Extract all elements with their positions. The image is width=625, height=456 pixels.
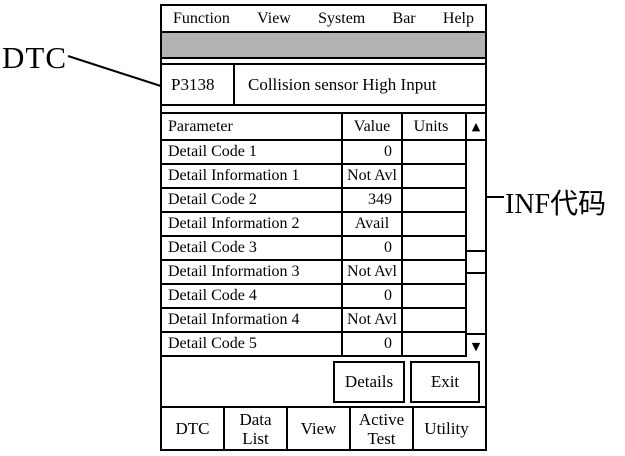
menu-bar: Function View System Bar Help	[162, 6, 485, 33]
cell-parameter: Detail Code 4	[162, 285, 343, 307]
tab-view[interactable]: View	[288, 408, 351, 449]
menu-help[interactable]: Help	[442, 9, 474, 27]
cell-parameter: Detail Information 3	[162, 261, 343, 283]
table-row[interactable]: Detail Code 2 349	[162, 189, 465, 213]
bottom-tab-bar: DTC Data List View Active Test Utility	[162, 406, 485, 449]
cell-value: Not Avl	[343, 165, 403, 187]
parameter-table-body: Parameter Value Units Detail Code 1 0 De…	[162, 114, 465, 357]
cell-parameter: Detail Information 1	[162, 165, 343, 187]
table-row[interactable]: Detail Information 3 Not Avl	[162, 261, 465, 285]
scroll-down-icon: ▼	[471, 339, 481, 353]
cell-value: Not Avl	[343, 309, 403, 331]
header-value: Value	[343, 114, 403, 139]
toolbar-strip	[162, 33, 485, 59]
cell-parameter: Detail Information 4	[162, 309, 343, 331]
inf-code-annotation-label: INF代码	[505, 189, 607, 220]
table-row[interactable]: Detail Information 1 Not Avl	[162, 165, 465, 189]
cell-value: 0	[343, 285, 403, 307]
vertical-scrollbar[interactable]: ▲ ▼	[465, 114, 485, 357]
cell-units	[403, 261, 459, 283]
table-row[interactable]: Detail Code 4 0	[162, 285, 465, 309]
cell-value: Not Avl	[343, 261, 403, 283]
cell-value: 0	[343, 237, 403, 259]
cell-units	[403, 309, 459, 331]
menu-bar-item[interactable]: Bar	[392, 9, 416, 27]
parameter-table: Parameter Value Units Detail Code 1 0 De…	[162, 112, 485, 357]
cell-parameter: Detail Code 5	[162, 333, 343, 355]
menu-function[interactable]: Function	[173, 9, 230, 27]
scroll-down-button[interactable]: ▼	[467, 333, 485, 357]
scroll-up-icon: ▲	[471, 120, 481, 133]
dtc-description: Collision sensor High Input	[248, 74, 437, 94]
action-button-strip: Details Exit	[162, 357, 485, 406]
table-row[interactable]: Detail Code 1 0	[162, 141, 465, 165]
cell-units	[403, 189, 459, 211]
cell-units	[403, 237, 459, 259]
cell-value: 0	[343, 141, 403, 163]
table-header-row: Parameter Value Units	[162, 114, 465, 141]
diagnostic-tool-window: Function View System Bar Help P3138 Coll…	[160, 4, 487, 451]
table-row[interactable]: Detail Information 4 Not Avl	[162, 309, 465, 333]
details-button[interactable]: Details	[333, 361, 405, 403]
scrollbar-thumb[interactable]	[467, 250, 485, 274]
cell-units	[403, 141, 459, 163]
cell-parameter: Detail Code 3	[162, 237, 343, 259]
cell-parameter: Detail Code 1	[162, 141, 343, 163]
cell-units	[403, 165, 459, 187]
cell-value: Avail	[343, 213, 403, 235]
cell-units	[403, 213, 459, 235]
dtc-code-value: P3138	[162, 65, 235, 104]
scrollbar-track[interactable]	[467, 141, 485, 250]
cell-units	[403, 333, 459, 355]
cell-units	[403, 285, 459, 307]
table-row[interactable]: Detail Information 2 Avail	[162, 213, 465, 237]
header-units: Units	[413, 117, 449, 135]
dtc-code-row: P3138 Collision sensor High Input	[162, 63, 485, 106]
cell-parameter: Detail Code 2	[162, 189, 343, 211]
header-parameter: Parameter	[162, 114, 343, 139]
cell-parameter: Detail Information 2	[162, 213, 343, 235]
dtc-annotation-label: DTC	[2, 40, 67, 75]
menu-system[interactable]: System	[318, 9, 366, 27]
exit-button[interactable]: Exit	[410, 361, 480, 403]
tab-utility[interactable]: Utility	[424, 419, 469, 438]
tab-data-list[interactable]: Data List	[225, 408, 288, 449]
menu-view[interactable]: View	[257, 9, 291, 27]
scrollbar-track[interactable]	[467, 274, 485, 333]
tab-active-test[interactable]: Active Test	[351, 408, 414, 449]
tab-dtc[interactable]: DTC	[162, 408, 225, 449]
table-row[interactable]: Detail Code 5 0	[162, 333, 465, 357]
table-row[interactable]: Detail Code 3 0	[162, 237, 465, 261]
cell-value: 349	[343, 189, 403, 211]
cell-value: 0	[343, 333, 403, 355]
scroll-up-button[interactable]: ▲	[467, 114, 485, 141]
